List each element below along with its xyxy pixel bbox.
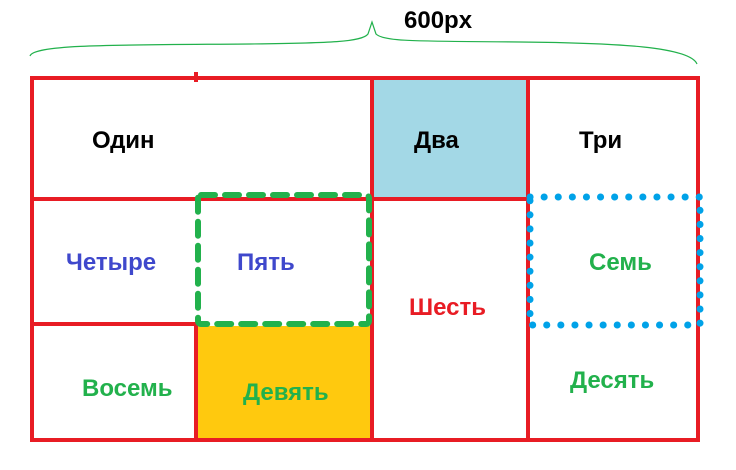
cell-six-label: Шесть xyxy=(409,294,487,321)
cell-seven-dotted-outline xyxy=(526,193,704,329)
cell-five-label: Пять xyxy=(237,249,295,276)
cell-one-label: Один xyxy=(92,127,155,154)
cell-eight-label: Восемь xyxy=(82,375,173,402)
cell-four-label: Четыре xyxy=(66,249,157,276)
cell-ten-label: Десять xyxy=(570,367,655,394)
cell-nine-label: Девять xyxy=(243,379,329,406)
width-label: 600px xyxy=(404,7,473,34)
cell-seven-label: Семь xyxy=(589,249,652,276)
cell-five-dashed-outline xyxy=(195,192,372,327)
outer-border xyxy=(30,76,700,442)
cell-two-label: Два xyxy=(414,127,459,154)
cell-three-label: Три xyxy=(579,127,623,154)
cell-nine-fill xyxy=(197,326,371,439)
width-brace xyxy=(29,20,698,65)
cell-two-fill xyxy=(373,79,527,198)
